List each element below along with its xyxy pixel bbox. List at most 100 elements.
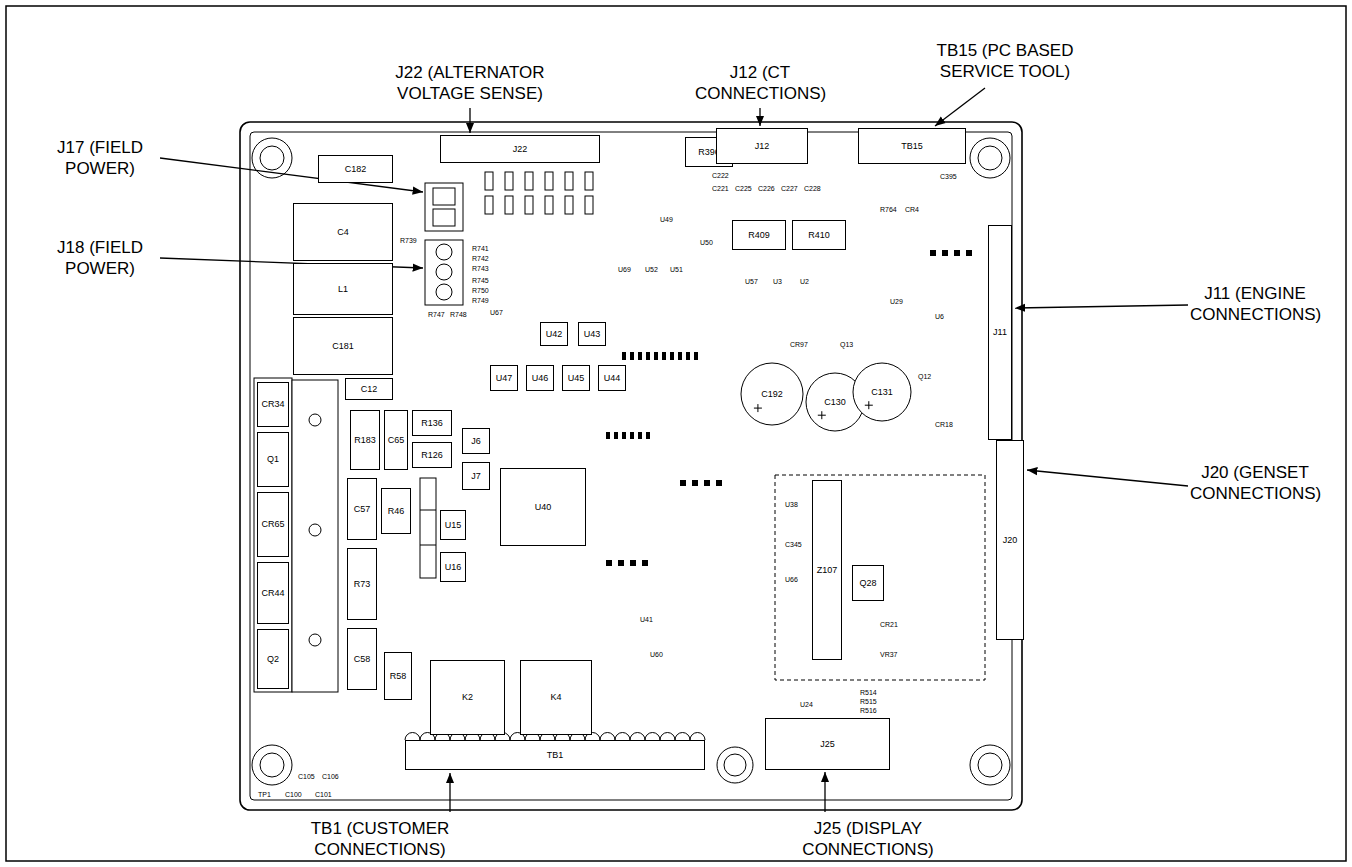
part-designator: Q13 xyxy=(840,340,853,349)
part-designator: Z107 xyxy=(817,565,838,576)
part-designator: C227 xyxy=(781,184,798,193)
part-designator: C130 xyxy=(824,397,846,408)
part-designator: U3 xyxy=(773,277,782,286)
part-designator: C65 xyxy=(388,435,405,446)
part-designator: TB15 xyxy=(901,141,923,152)
part-designator: VR37 xyxy=(880,650,898,659)
part-designator: R183 xyxy=(354,435,376,446)
component-box: R46 xyxy=(381,488,411,534)
component-box: Z107 xyxy=(812,480,842,660)
component-box: J20 xyxy=(996,440,1024,640)
part-designator: C57 xyxy=(354,504,371,515)
component-box: U43 xyxy=(578,322,606,346)
part-designator: C226 xyxy=(758,184,775,193)
component-box: U40 xyxy=(500,468,586,546)
part-designator: C100 xyxy=(285,790,302,799)
component-box: R73 xyxy=(347,548,377,620)
part-designator: Q1 xyxy=(267,454,279,465)
component-box: K2 xyxy=(430,660,505,735)
part-designator: C58 xyxy=(354,654,371,665)
component-box: C12 xyxy=(345,378,393,400)
enclosure-inner xyxy=(250,132,1012,800)
part-designator: R745 xyxy=(472,276,489,285)
component-box: R58 xyxy=(384,652,412,700)
part-designator: C4 xyxy=(337,227,349,238)
part-designator: U29 xyxy=(890,297,903,306)
part-designator: C12 xyxy=(361,384,378,395)
part-designator: C222 xyxy=(712,171,729,180)
part-designator: C192 xyxy=(761,389,783,400)
part-designator: C106 xyxy=(322,772,339,781)
part-designator: U41 xyxy=(640,615,653,624)
field-power-connectors xyxy=(425,183,463,305)
part-designator: R58 xyxy=(390,671,407,682)
component-box: J25 xyxy=(765,718,890,770)
part-designator: R410 xyxy=(808,230,830,241)
dashed-outline xyxy=(775,475,985,680)
part-designator: R409 xyxy=(748,230,770,241)
callout-label: J12 (CT CONNECTIONS) xyxy=(695,62,825,104)
component-box: CR44 xyxy=(257,562,289,624)
part-designator: R46 xyxy=(388,506,405,517)
component-box: J22 xyxy=(440,135,600,163)
part-designator: C181 xyxy=(332,341,354,352)
callout-label: J20 (GENSET CONNECTIONS) xyxy=(1190,462,1320,504)
component-box: J6 xyxy=(462,428,490,454)
part-designator: C345 xyxy=(785,540,802,549)
part-designator: U50 xyxy=(700,238,713,247)
capacitor-stack xyxy=(420,478,436,578)
part-designator: C182 xyxy=(345,164,367,175)
component-box: C181 xyxy=(293,317,393,375)
part-designator: U66 xyxy=(785,575,798,584)
part-designator: U40 xyxy=(535,502,552,513)
part-designator: U2 xyxy=(800,277,809,286)
part-designator: R742 xyxy=(472,254,489,263)
component-box: TB15 xyxy=(858,128,966,164)
leader-arrows xyxy=(160,88,1188,812)
part-designator: R764 xyxy=(880,205,897,214)
part-designator: L1 xyxy=(338,284,348,295)
part-designator: R126 xyxy=(421,450,443,461)
component-box: U44 xyxy=(598,365,626,391)
mounting-holes xyxy=(252,138,1010,785)
part-designator: CR65 xyxy=(261,519,284,530)
component-box: J11 xyxy=(988,225,1012,440)
part-designator: R749 xyxy=(472,296,489,305)
component-box: U47 xyxy=(490,365,518,391)
part-designator: R136 xyxy=(421,418,443,429)
part-designator: U6 xyxy=(935,312,944,321)
part-designator: U45 xyxy=(568,373,585,384)
part-designator: CR4 xyxy=(905,205,919,214)
component-box: CR34 xyxy=(257,382,289,427)
part-designator: Q28 xyxy=(859,578,876,589)
part-designator: R514 xyxy=(860,688,877,697)
part-designator: C131 xyxy=(871,387,893,398)
part-designator: C225 xyxy=(735,184,752,193)
part-designator: J20 xyxy=(1003,535,1018,546)
part-designator: U38 xyxy=(785,500,798,509)
figure-frame xyxy=(6,6,1346,861)
component-box: C65 xyxy=(384,410,408,470)
part-designator: R73 xyxy=(354,579,371,590)
part-designator: J12 xyxy=(755,141,770,152)
part-designator: Q2 xyxy=(267,654,279,665)
component-box: J12 xyxy=(716,128,808,164)
callout-label: TB1 (CUSTOMER CONNECTIONS) xyxy=(305,818,455,860)
part-designator: U15 xyxy=(445,520,462,531)
part-designator: C221 xyxy=(712,184,729,193)
capacitor-symbol: C192 xyxy=(740,362,804,426)
part-designator: TP1 xyxy=(258,790,271,799)
part-designator: Q12 xyxy=(918,372,931,381)
part-designator: CR18 xyxy=(935,420,953,429)
component-box: K4 xyxy=(520,660,592,735)
part-designator: U51 xyxy=(670,265,683,274)
part-designator: R739 xyxy=(400,236,417,245)
part-designator: U16 xyxy=(445,562,462,573)
callout-label: J11 (ENGINE CONNECTIONS) xyxy=(1190,283,1320,325)
part-designator: U44 xyxy=(604,373,621,384)
part-designator: U46 xyxy=(532,373,549,384)
callout-label: J25 (DISPLAY CONNECTIONS) xyxy=(798,818,938,860)
part-designator: C105 xyxy=(298,772,315,781)
part-designator: U52 xyxy=(645,265,658,274)
